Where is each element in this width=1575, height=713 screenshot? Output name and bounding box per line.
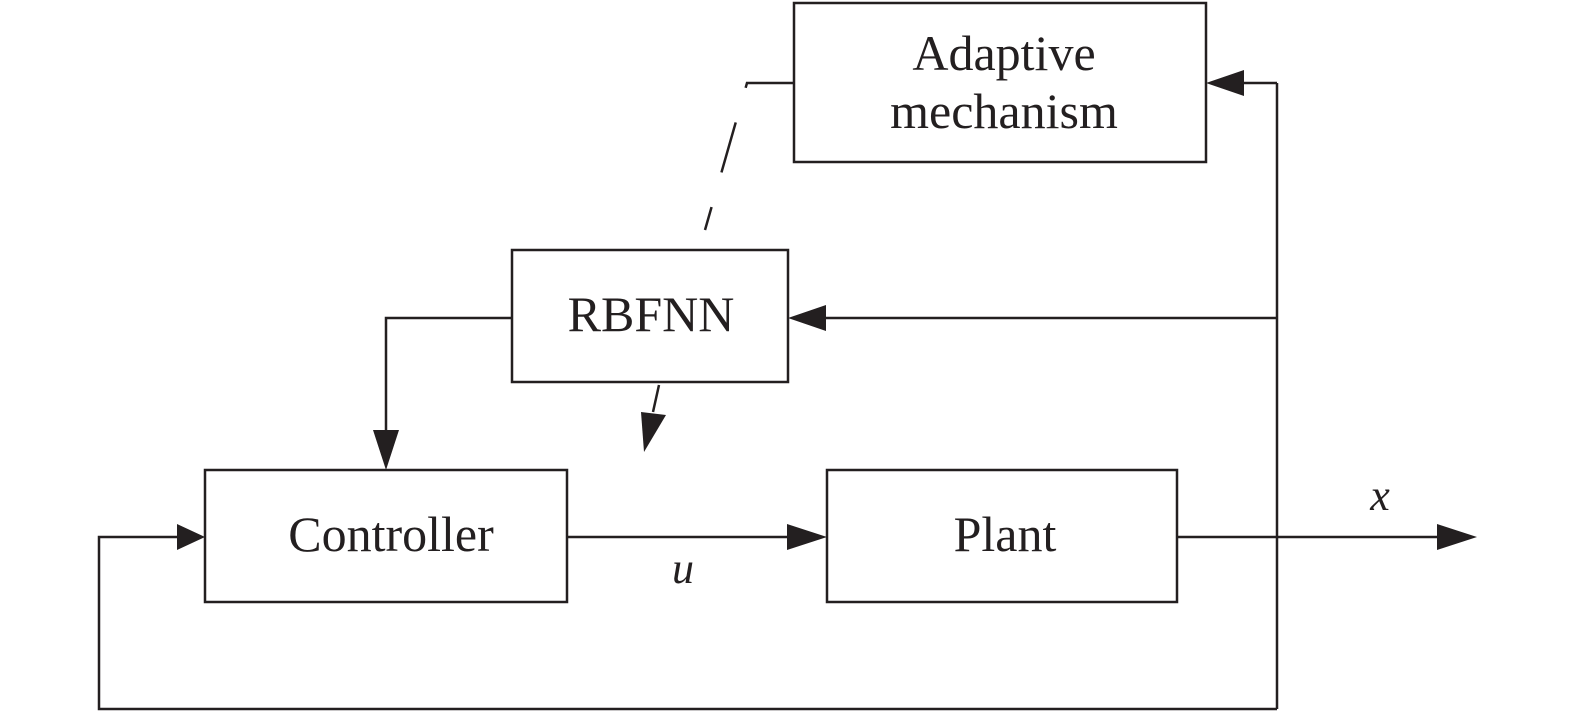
output-arrow	[1177, 524, 1477, 550]
adaptive-mechanism-label-line2: mechanism	[890, 83, 1118, 139]
adaptive-mechanism-block: Adaptive mechanism	[792, 1, 1208, 164]
rbfnn-block: RBFNN	[510, 248, 790, 384]
control-signal-arrow	[567, 524, 827, 550]
controller-block: Controller	[203, 468, 569, 604]
adaptation-dashed-link	[703, 81, 794, 231]
controller-label: Controller	[288, 506, 494, 562]
plant-block: Plant	[825, 468, 1179, 604]
feedback-to-controller-arrow	[97, 524, 1277, 711]
adaptive-mechanism-label-line1: Adaptive	[912, 25, 1095, 81]
output-signal-label: x	[1369, 471, 1390, 520]
plant-label: Plant	[954, 506, 1057, 562]
rbfnn-label: RBFNN	[568, 286, 735, 342]
feedback-to-rbfnn-arrow	[788, 305, 1277, 331]
feedback-to-adaptive-arrow	[1206, 70, 1277, 96]
rbfnn-to-controller-arrow	[373, 316, 512, 470]
adaptation-arrow	[641, 384, 666, 452]
control-signal-label: u	[672, 544, 694, 593]
